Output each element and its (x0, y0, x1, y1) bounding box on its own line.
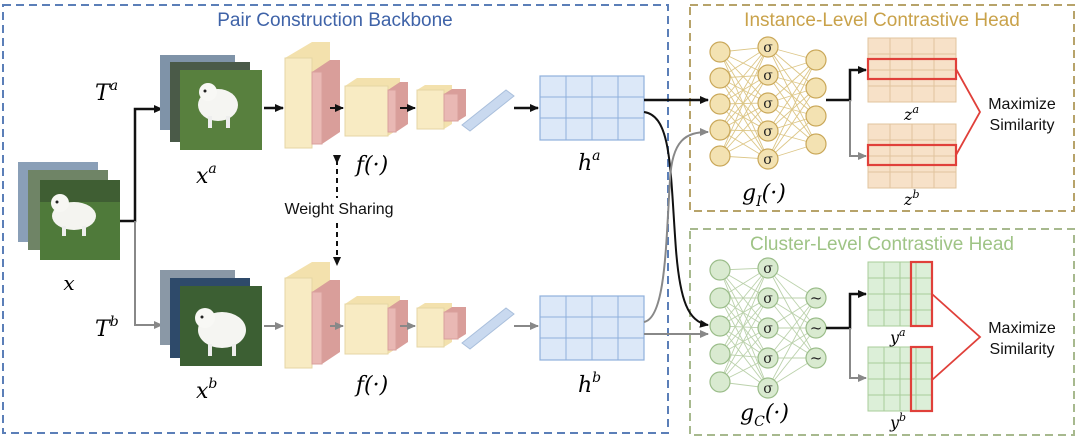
weight-sharing-label: Weight Sharing (284, 201, 393, 218)
encoder-bottom-label: f(·) (354, 373, 388, 398)
cluster-head-frame (689, 228, 1075, 436)
feature-b-label: hb (578, 370, 601, 398)
svg-text:σ: σ (763, 152, 773, 168)
y-a-label: ya (889, 326, 906, 347)
instance-maximize-line2: Similarity (990, 117, 1055, 134)
view-b-label: xb (196, 376, 217, 404)
aug-a-label: Ta (95, 78, 118, 106)
view-a-label: xa (196, 161, 217, 189)
view-a-image (180, 70, 262, 150)
instance-maximize-line1: Maximize (988, 96, 1056, 113)
encoder-top-label: f(·) (354, 153, 388, 178)
cluster-output-split (826, 290, 867, 330)
y-b-grid (867, 345, 934, 413)
svg-text:σ: σ (763, 96, 773, 112)
cluster-maximize-line1: Maximize (988, 320, 1056, 337)
z-b-label: zb (903, 188, 919, 209)
instance-head-frame (689, 4, 1075, 212)
svg-text:σ: σ (763, 351, 773, 367)
svg-text:σ: σ (763, 68, 773, 84)
input-label: x (63, 271, 74, 295)
instance-projection-network: σ σ σ σ σ (709, 36, 827, 170)
z-b-grid (866, 123, 958, 189)
instance-output-split (826, 66, 867, 102)
h-a-to-cluster-arrow (643, 111, 709, 328)
cluster-similarity-connector (931, 293, 982, 381)
branch-bottom-line (134, 221, 163, 329)
encoder-bottom (284, 262, 539, 369)
input-image-stack (18, 162, 120, 260)
input-image (40, 180, 120, 260)
cluster-projection-network: σ σ σ σ σ ~ ~ ~ (709, 257, 827, 399)
h-b-to-instance-arrow (643, 128, 709, 323)
feature-grid-a (539, 75, 645, 141)
svg-text:σ: σ (763, 40, 773, 56)
instance-output-split-b (849, 100, 867, 160)
feature-grid-b (539, 295, 645, 361)
view-b-image (180, 286, 262, 366)
cluster-projection-label: gC(·) (740, 401, 789, 430)
svg-text:~: ~ (810, 349, 823, 367)
svg-text:σ: σ (763, 381, 773, 397)
branch-top-line (120, 105, 163, 223)
z-a-grid (866, 37, 958, 103)
instance-similarity-connector (955, 68, 982, 156)
feature-a-label: ha (578, 148, 601, 176)
backbone-title: Pair Construction Backbone (217, 10, 453, 31)
svg-text:σ: σ (763, 124, 773, 140)
y-b-label: yb (889, 411, 906, 432)
view-a-image-stack (160, 55, 262, 150)
svg-text:σ: σ (763, 291, 773, 307)
view-b-image-stack (160, 270, 262, 366)
encoder-top (284, 42, 539, 149)
aug-b-label: Tb (95, 314, 119, 342)
instance-projection-label: gI(·) (742, 181, 786, 210)
cluster-output-split-b (849, 328, 867, 382)
z-a-label: za (903, 103, 919, 124)
svg-text:σ: σ (763, 321, 773, 337)
svg-text:σ: σ (763, 261, 773, 277)
instance-head-title: Instance-Level Contrastive Head (744, 10, 1020, 31)
svg-text:~: ~ (810, 319, 823, 337)
y-a-grid (867, 260, 934, 328)
svg-text:~: ~ (810, 289, 823, 307)
cluster-maximize-line2: Similarity (990, 341, 1055, 358)
cluster-head-title: Cluster-Level Contrastive Head (750, 234, 1014, 255)
